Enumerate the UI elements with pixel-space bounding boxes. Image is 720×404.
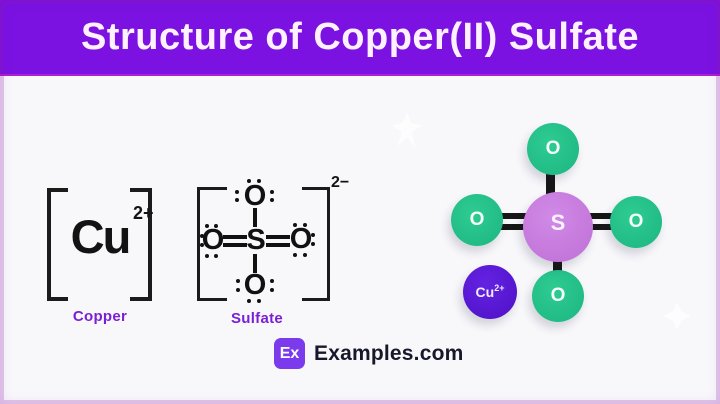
lone-pair-dot xyxy=(205,254,209,258)
examples-logo-text: Examples.com xyxy=(314,341,464,365)
lone-pair-dot xyxy=(257,299,261,303)
lone-pair-dot xyxy=(303,223,307,227)
lone-pair-dot xyxy=(293,223,297,227)
double-bond-right xyxy=(266,243,290,247)
double-bond-sulfur-oxygen-right xyxy=(585,224,629,230)
copper-charge-superscript: 2+ xyxy=(133,203,154,223)
lone-pair-dot xyxy=(293,253,297,257)
sulfur-sphere: S xyxy=(523,192,593,262)
lone-pair-dot xyxy=(214,254,218,258)
page-title: Structure of Copper(II) Sulfate xyxy=(80,15,640,58)
oxygen-atom-left: O xyxy=(201,223,225,256)
lone-pair-dot xyxy=(270,279,274,283)
sulfate-label: Sulfate xyxy=(230,310,284,327)
lone-pair-dot xyxy=(270,198,274,202)
lone-pair-dot xyxy=(236,288,240,292)
examples-logo-badge: Ex xyxy=(274,338,305,369)
sulfate-charge-superscript: 2− xyxy=(331,174,350,191)
bond-sulfur-oxygen-top xyxy=(546,157,555,209)
left-bracket xyxy=(47,188,68,301)
oxygen-sphere-left: O xyxy=(451,194,503,246)
copper-ion-symbol: Cu xyxy=(475,284,495,300)
double-bond-left xyxy=(223,235,247,239)
lone-pair-dot xyxy=(311,233,315,237)
sulfate-lewis-diagram: 2− O O S O O xyxy=(195,170,360,335)
double-bond-sulfur-oxygen-left xyxy=(490,224,535,230)
lone-pair-dot xyxy=(257,179,261,183)
double-bond-left xyxy=(223,243,247,247)
right-bracket xyxy=(302,187,330,301)
copper-ion-charge: 2+ xyxy=(494,283,505,293)
oxygen-atom-bottom: O xyxy=(243,268,267,301)
lone-pair-dot xyxy=(200,243,204,247)
double-bond-sulfur-oxygen-left xyxy=(490,213,535,219)
right-bracket xyxy=(130,188,152,301)
lone-pair-dot xyxy=(270,190,274,194)
oxygen-atom-right: O xyxy=(289,222,313,255)
lone-pair-dot xyxy=(311,242,315,246)
left-bracket xyxy=(197,187,227,301)
examples-logo: Ex Examples.com xyxy=(274,338,463,369)
lone-pair-dot xyxy=(247,299,251,303)
lone-pair-dot xyxy=(205,224,209,228)
copper-symbol: Cu xyxy=(70,209,132,263)
sparkle-watermark xyxy=(392,112,422,148)
oxygen-sphere-top: O xyxy=(527,123,579,175)
lone-pair-dot xyxy=(235,190,239,194)
lone-pair-dot xyxy=(235,198,239,202)
lone-pair-dot xyxy=(236,279,240,283)
double-bond-sulfur-oxygen-right xyxy=(585,213,629,219)
copper-ion-diagram: Cu Copper xyxy=(45,180,175,332)
header-banner: Structure of Copper(II) Sulfate xyxy=(0,0,720,76)
lone-pair-dot xyxy=(270,288,274,292)
double-bond-right xyxy=(266,235,290,239)
single-bond-bottom xyxy=(253,254,257,273)
single-bond-top xyxy=(253,208,257,227)
lone-pair-dot xyxy=(247,179,251,183)
oxygen-sphere-right: O xyxy=(610,196,662,248)
lone-pair-dot xyxy=(303,253,307,257)
sulfur-atom-center: S xyxy=(246,223,266,256)
oxygen-sphere-bottom: O xyxy=(532,270,584,322)
lone-pair-dot xyxy=(200,234,204,238)
lone-pair-dot xyxy=(214,224,218,228)
copper-label: Copper xyxy=(72,308,128,325)
oxygen-atom-top: O xyxy=(243,179,267,212)
